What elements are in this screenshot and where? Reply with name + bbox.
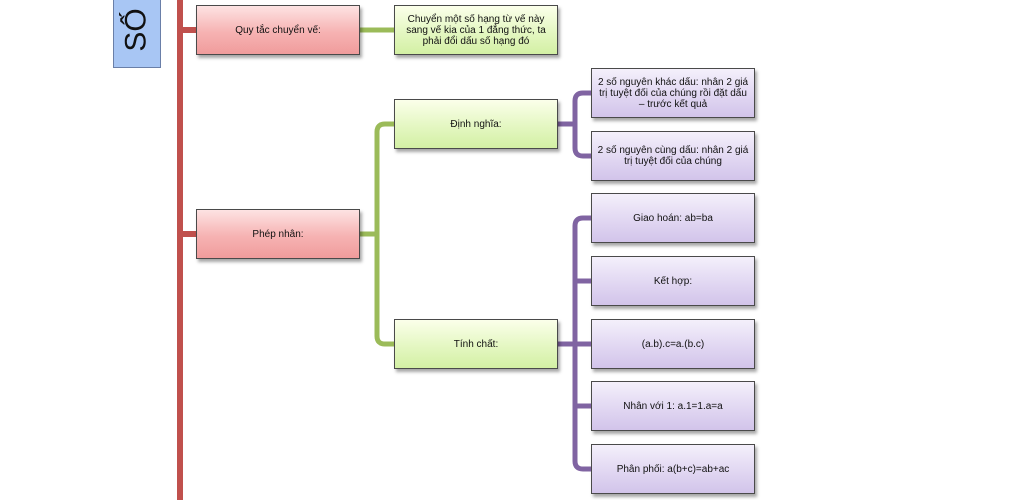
node-ket-hop-formula: (a.b).c=a.(b.c): [591, 319, 755, 369]
root-node: SỐ: [113, 0, 161, 68]
connector-tinh-chat-children: [558, 215, 592, 472]
node-tinh-chat: Tính chất:: [394, 319, 558, 369]
node-cung-dau: 2 số nguyên cùng dấu: nhân 2 giá trị tuy…: [591, 131, 755, 181]
connector-phep-nhan-children: [360, 121, 395, 347]
node-quy-tac-description: Chuyển một số hạng từ vế này sang vế kia…: [394, 5, 558, 55]
node-ket-hop: Kết hợp:: [591, 256, 755, 306]
node-nhan-voi-1: Nhân với 1: a.1=1.a=a: [591, 381, 755, 431]
root-label: SỐ: [119, 8, 153, 52]
node-khac-dau: 2 số nguyên khác dấu: nhân 2 giá trị tuy…: [591, 68, 755, 118]
connector-dinh-nghia-children: [558, 90, 592, 159]
node-phan-phoi: Phân phối: a(b+c)=ab+ac: [591, 444, 755, 494]
node-dinh-nghia: Định nghĩa:: [394, 99, 558, 149]
node-phep-nhan: Phép nhân:: [196, 209, 360, 259]
node-giao-hoan: Giao hoán: ab=ba: [591, 193, 755, 243]
node-quy-tac-chuyen-ve: Quy tắc chuyển vế:: [196, 5, 360, 55]
